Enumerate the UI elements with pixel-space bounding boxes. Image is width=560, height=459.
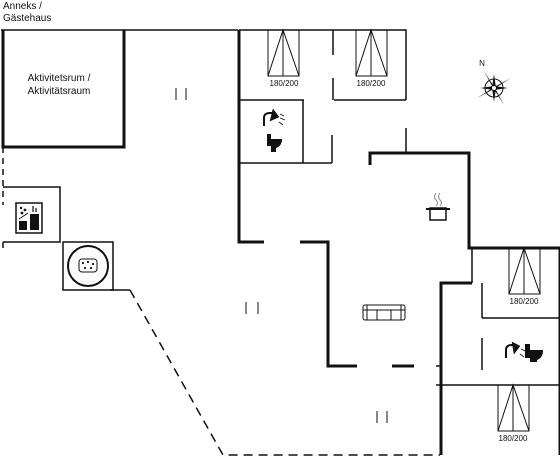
door-markers: [175, 88, 388, 423]
cooking-pot-icon: [426, 192, 450, 221]
bed-top-right: [355, 28, 388, 77]
annex-title-line1: Anneks /: [3, 1, 42, 12]
bed-right-upper: [508, 246, 541, 295]
bed-right-lower: [497, 383, 530, 432]
sauna-icon: [15, 202, 43, 234]
compass-north-label: N: [479, 59, 485, 68]
shower-toilet-icon: [263, 108, 286, 152]
house-walls: [237, 29, 560, 455]
bed-size-label: 180/200: [510, 297, 539, 306]
annex-walls: [1, 29, 440, 456]
activity-room-label-line2: Aktivitätsraum: [28, 86, 91, 97]
bed-size-label: 180/200: [499, 434, 528, 443]
sofa-icon: [362, 304, 406, 321]
bed-size-label: 180/200: [357, 79, 386, 88]
bed-top-left: [267, 28, 300, 77]
annex-title: Anneks / Gästehaus: [3, 1, 51, 25]
shower-toilet-icon: [505, 341, 543, 362]
hot-tub-icon: [67, 245, 109, 287]
activity-room-label-line1: Aktivitetsrum /: [28, 73, 91, 84]
compass-rose: [477, 71, 511, 105]
annex-title-line2: Gästehaus: [3, 13, 52, 24]
bed-size-label: 180/200: [270, 79, 299, 88]
